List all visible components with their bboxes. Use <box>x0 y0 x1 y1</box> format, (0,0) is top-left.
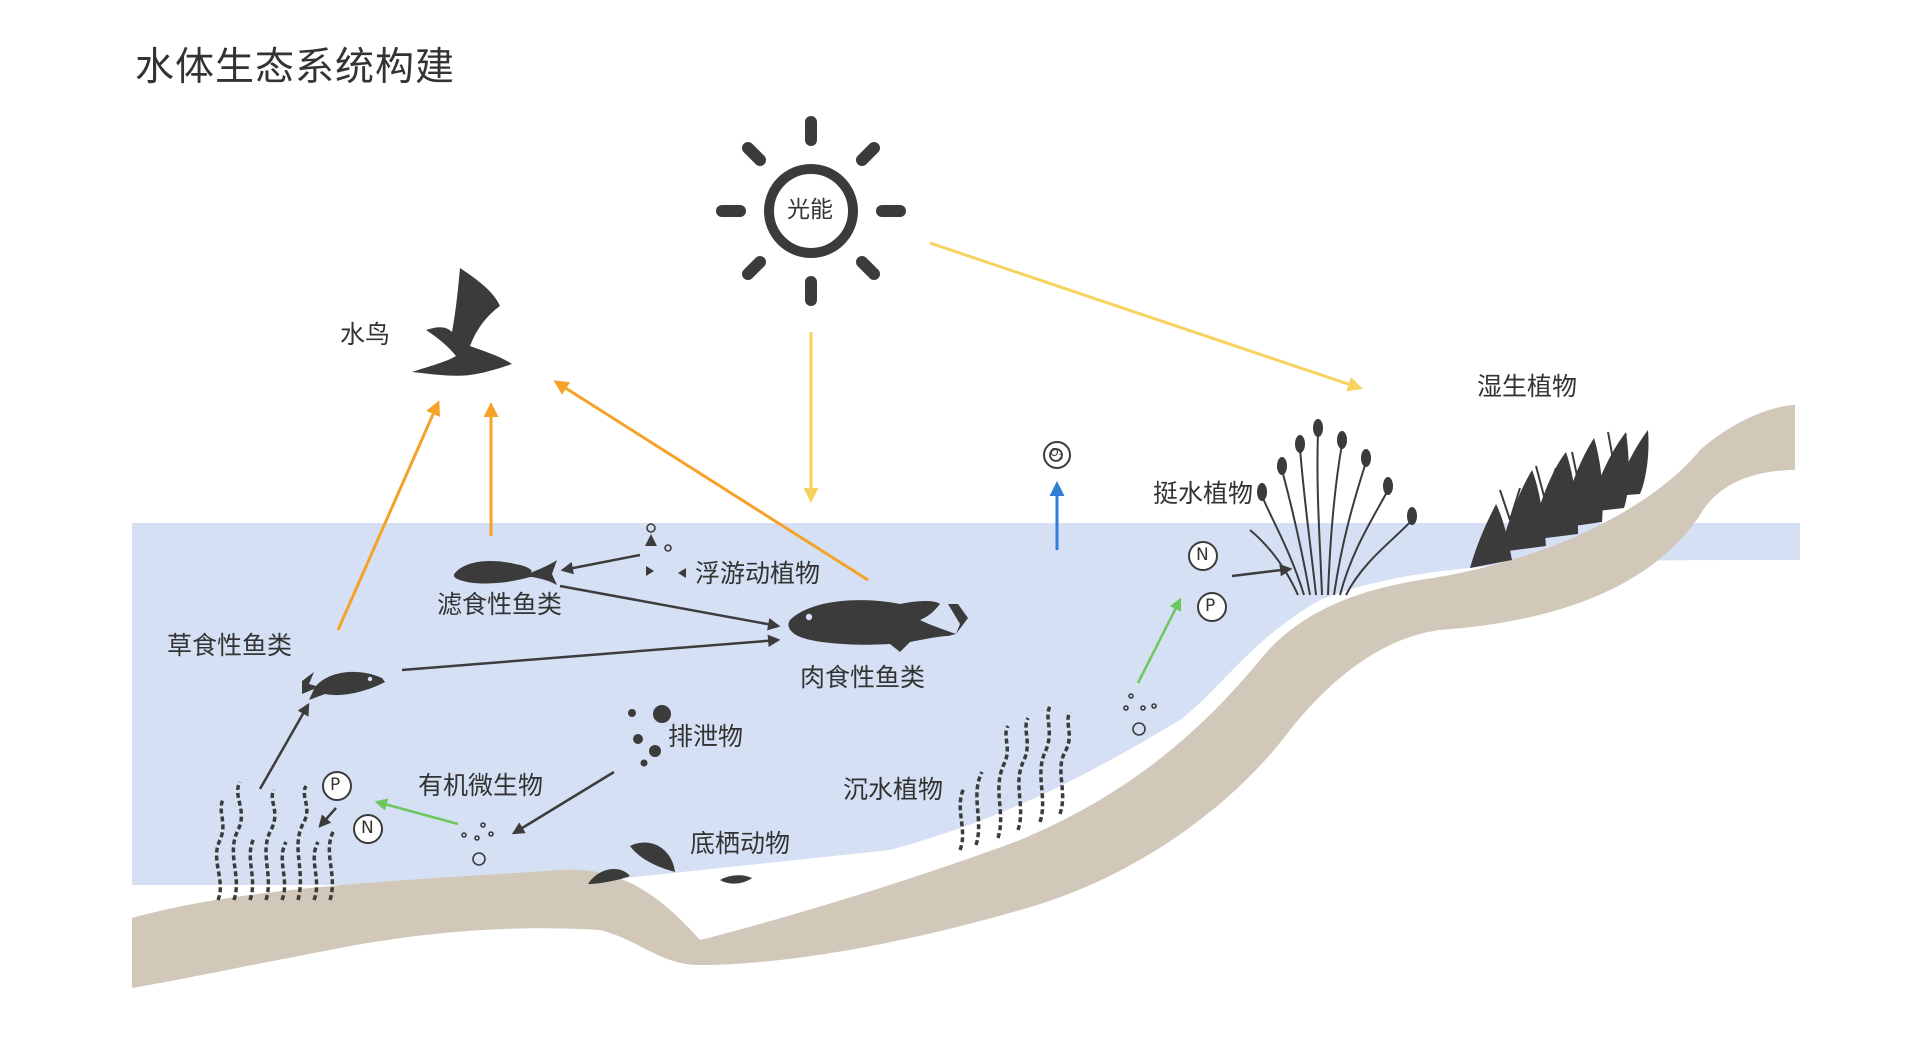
bird-label: 水鸟 <box>340 320 391 349</box>
carnivore-fish-eye <box>805 613 813 621</box>
reed-heads-icon <box>1257 419 1417 525</box>
water-body <box>132 523 1800 885</box>
herbivore-fish-icon <box>302 671 385 700</box>
filter-fish-label: 滤食性鱼类 <box>437 590 563 619</box>
arrow-carnivore-to-bird <box>553 380 869 582</box>
wetland-plants-icon <box>1470 430 1649 568</box>
submerged-plants-label: 沉水植物 <box>843 775 944 804</box>
plankton-icon <box>645 523 686 578</box>
nitrogen-symbol-bank: N <box>1196 545 1209 565</box>
arrow-bubbles-to-nutrients <box>1136 597 1182 684</box>
phosphorus-icon-bank <box>1197 592 1227 622</box>
arrow-plankton-to-filter <box>560 553 641 575</box>
sun-label: 光能 <box>787 197 833 223</box>
phosphorus-symbol-bank: P <box>1205 596 1216 616</box>
carnivore-fish-icon <box>788 600 968 652</box>
excreta-icon <box>628 705 671 767</box>
herbivore-fish-eye <box>367 676 373 682</box>
reed-icon <box>1249 431 1413 596</box>
light-arrow-to-wetland <box>929 241 1363 392</box>
bubbles-icon <box>1123 693 1157 736</box>
filter-fish-icon <box>453 560 557 585</box>
arrow-herbivore-to-bird <box>336 400 441 631</box>
arrow-microbes-to-nutrients <box>374 798 459 826</box>
nitrogen-icon <box>353 814 383 844</box>
arrow-filter-to-carnivore <box>559 584 781 631</box>
wetland-plants-detail-icon <box>1499 431 1627 521</box>
shell-icon <box>588 842 752 884</box>
benthic-label: 底栖动物 <box>690 829 791 858</box>
nitrogen-symbol: N <box>361 818 374 838</box>
arrow-seaweed-to-herbivore <box>258 702 310 790</box>
emergent-plants-label: 挺水植物 <box>1153 479 1254 508</box>
microbes-bubbles-icon <box>461 822 494 866</box>
wetland-plants-label: 湿生植物 <box>1477 372 1578 401</box>
page-title: 水体生态系统构建 <box>135 45 456 90</box>
oxygen-icon <box>1043 441 1071 469</box>
phosphorus-symbol: P <box>330 775 341 795</box>
excreta-label: 排泄物 <box>668 722 744 751</box>
herbivore-fish-label: 草食性鱼类 <box>167 631 293 660</box>
nitrogen-icon-bank <box>1188 541 1218 571</box>
arrow-nutrients-to-seaweed <box>318 807 337 828</box>
oxygen-symbol: O2 <box>1050 446 1064 462</box>
arrow-herbivore-to-carnivore <box>401 634 781 672</box>
oxygen-icon-inner <box>1049 448 1063 462</box>
microbes-label: 有机微生物 <box>418 771 544 800</box>
arrow-nutrients-to-emergent <box>1231 563 1293 578</box>
planktonic-label: 浮游动植物 <box>695 559 821 588</box>
carnivore-fish-label: 肉食性鱼类 <box>800 663 926 692</box>
phosphorus-icon <box>322 771 352 801</box>
arrow-excreta-to-microbes <box>511 770 615 835</box>
seaweed-icon <box>214 781 336 901</box>
bird-icon <box>412 268 512 376</box>
sun-icon <box>716 116 906 306</box>
submerged-plants-icon <box>958 705 1072 851</box>
river-bank <box>132 405 1795 988</box>
